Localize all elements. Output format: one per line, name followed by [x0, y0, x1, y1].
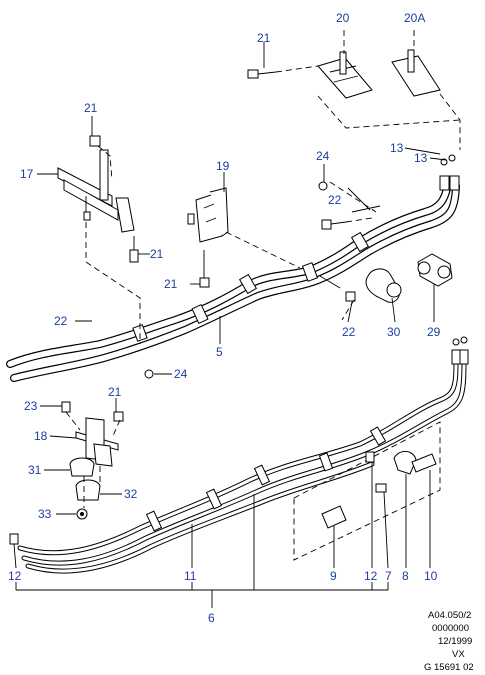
callout-11: 11	[184, 569, 197, 583]
clip-30	[365, 268, 402, 303]
reference-footer: A04.050/2 0000000 12/1999 VX G 15691 02	[424, 610, 474, 673]
callout-22-right: 22	[328, 193, 342, 207]
callout-32: 32	[124, 487, 138, 501]
clip-31	[69, 457, 95, 477]
nut-24-left	[144, 369, 154, 379]
callout-24-left: 24	[174, 367, 188, 381]
sleeve-10	[411, 453, 437, 473]
bolt-23	[61, 401, 71, 413]
nut-33	[76, 508, 88, 520]
connector-12-right	[365, 451, 375, 463]
bolt-21-mid	[199, 250, 210, 288]
callout-5: 5	[216, 345, 223, 359]
callout-labels: 20 20A 21 21 17 19 24 13 13 22 21 21 22 …	[8, 11, 441, 625]
callout-29: 29	[427, 325, 441, 339]
lower-fuel-pipe-bundle	[9, 336, 469, 574]
clip-32	[75, 479, 101, 501]
callout-22-left: 22	[54, 314, 68, 328]
callout-17: 17	[20, 167, 34, 181]
filter-9	[321, 505, 347, 529]
callout-13-b: 13	[414, 151, 428, 165]
bolt-21-bracket	[113, 411, 124, 422]
callout-33: 33	[38, 507, 52, 521]
callout-9: 9	[330, 569, 337, 583]
footer-date: 12/1999	[438, 636, 472, 647]
footer-model: VX	[452, 649, 465, 660]
bolt-21-under-bracket	[129, 236, 139, 263]
callout-30: 30	[387, 325, 401, 339]
upper-fuel-pipe-assembly	[6, 154, 460, 382]
footer-number: 0000000	[432, 623, 469, 634]
callout-19: 19	[216, 159, 230, 173]
callout-20a: 20A	[404, 11, 425, 25]
bracket-19	[187, 187, 229, 243]
leader-lines	[13, 116, 447, 608]
callout-8: 8	[402, 569, 409, 583]
bracket-20	[317, 51, 373, 99]
bracket-18	[75, 417, 119, 467]
callout-22-mid: 22	[342, 325, 356, 339]
callout-21-mid: 21	[150, 247, 164, 261]
bolt-22-mid	[319, 275, 356, 302]
callout-21-lower: 21	[164, 277, 178, 291]
bracket-17-assembly	[57, 149, 135, 233]
callout-6: 6	[208, 611, 215, 625]
callout-23: 23	[24, 399, 38, 413]
clip-29	[417, 253, 453, 287]
callout-12-right: 12	[364, 569, 378, 583]
hose-8	[393, 451, 417, 475]
callout-20: 20	[336, 11, 350, 25]
callout-10: 10	[424, 569, 438, 583]
callout-21-top: 21	[257, 31, 271, 45]
callout-7: 7	[385, 569, 392, 583]
callout-13-a: 13	[390, 141, 404, 155]
bracket-20a	[391, 49, 441, 97]
connector-7	[375, 483, 387, 493]
bolt-21-top	[247, 69, 277, 79]
callout-18: 18	[34, 429, 48, 443]
callout-12-left: 12	[8, 569, 22, 583]
callout-24-right: 24	[316, 149, 330, 163]
callout-21-bracket: 21	[108, 385, 122, 399]
callout-31: 31	[28, 463, 42, 477]
callout-21-left: 21	[84, 101, 98, 115]
footer-ref-code: A04.050/2	[428, 610, 471, 621]
bolt-21-left	[89, 135, 101, 147]
nut-24-right	[318, 181, 328, 191]
bolt-22-right	[321, 219, 347, 230]
footer-drawing-id: G 15691 02	[424, 662, 474, 673]
